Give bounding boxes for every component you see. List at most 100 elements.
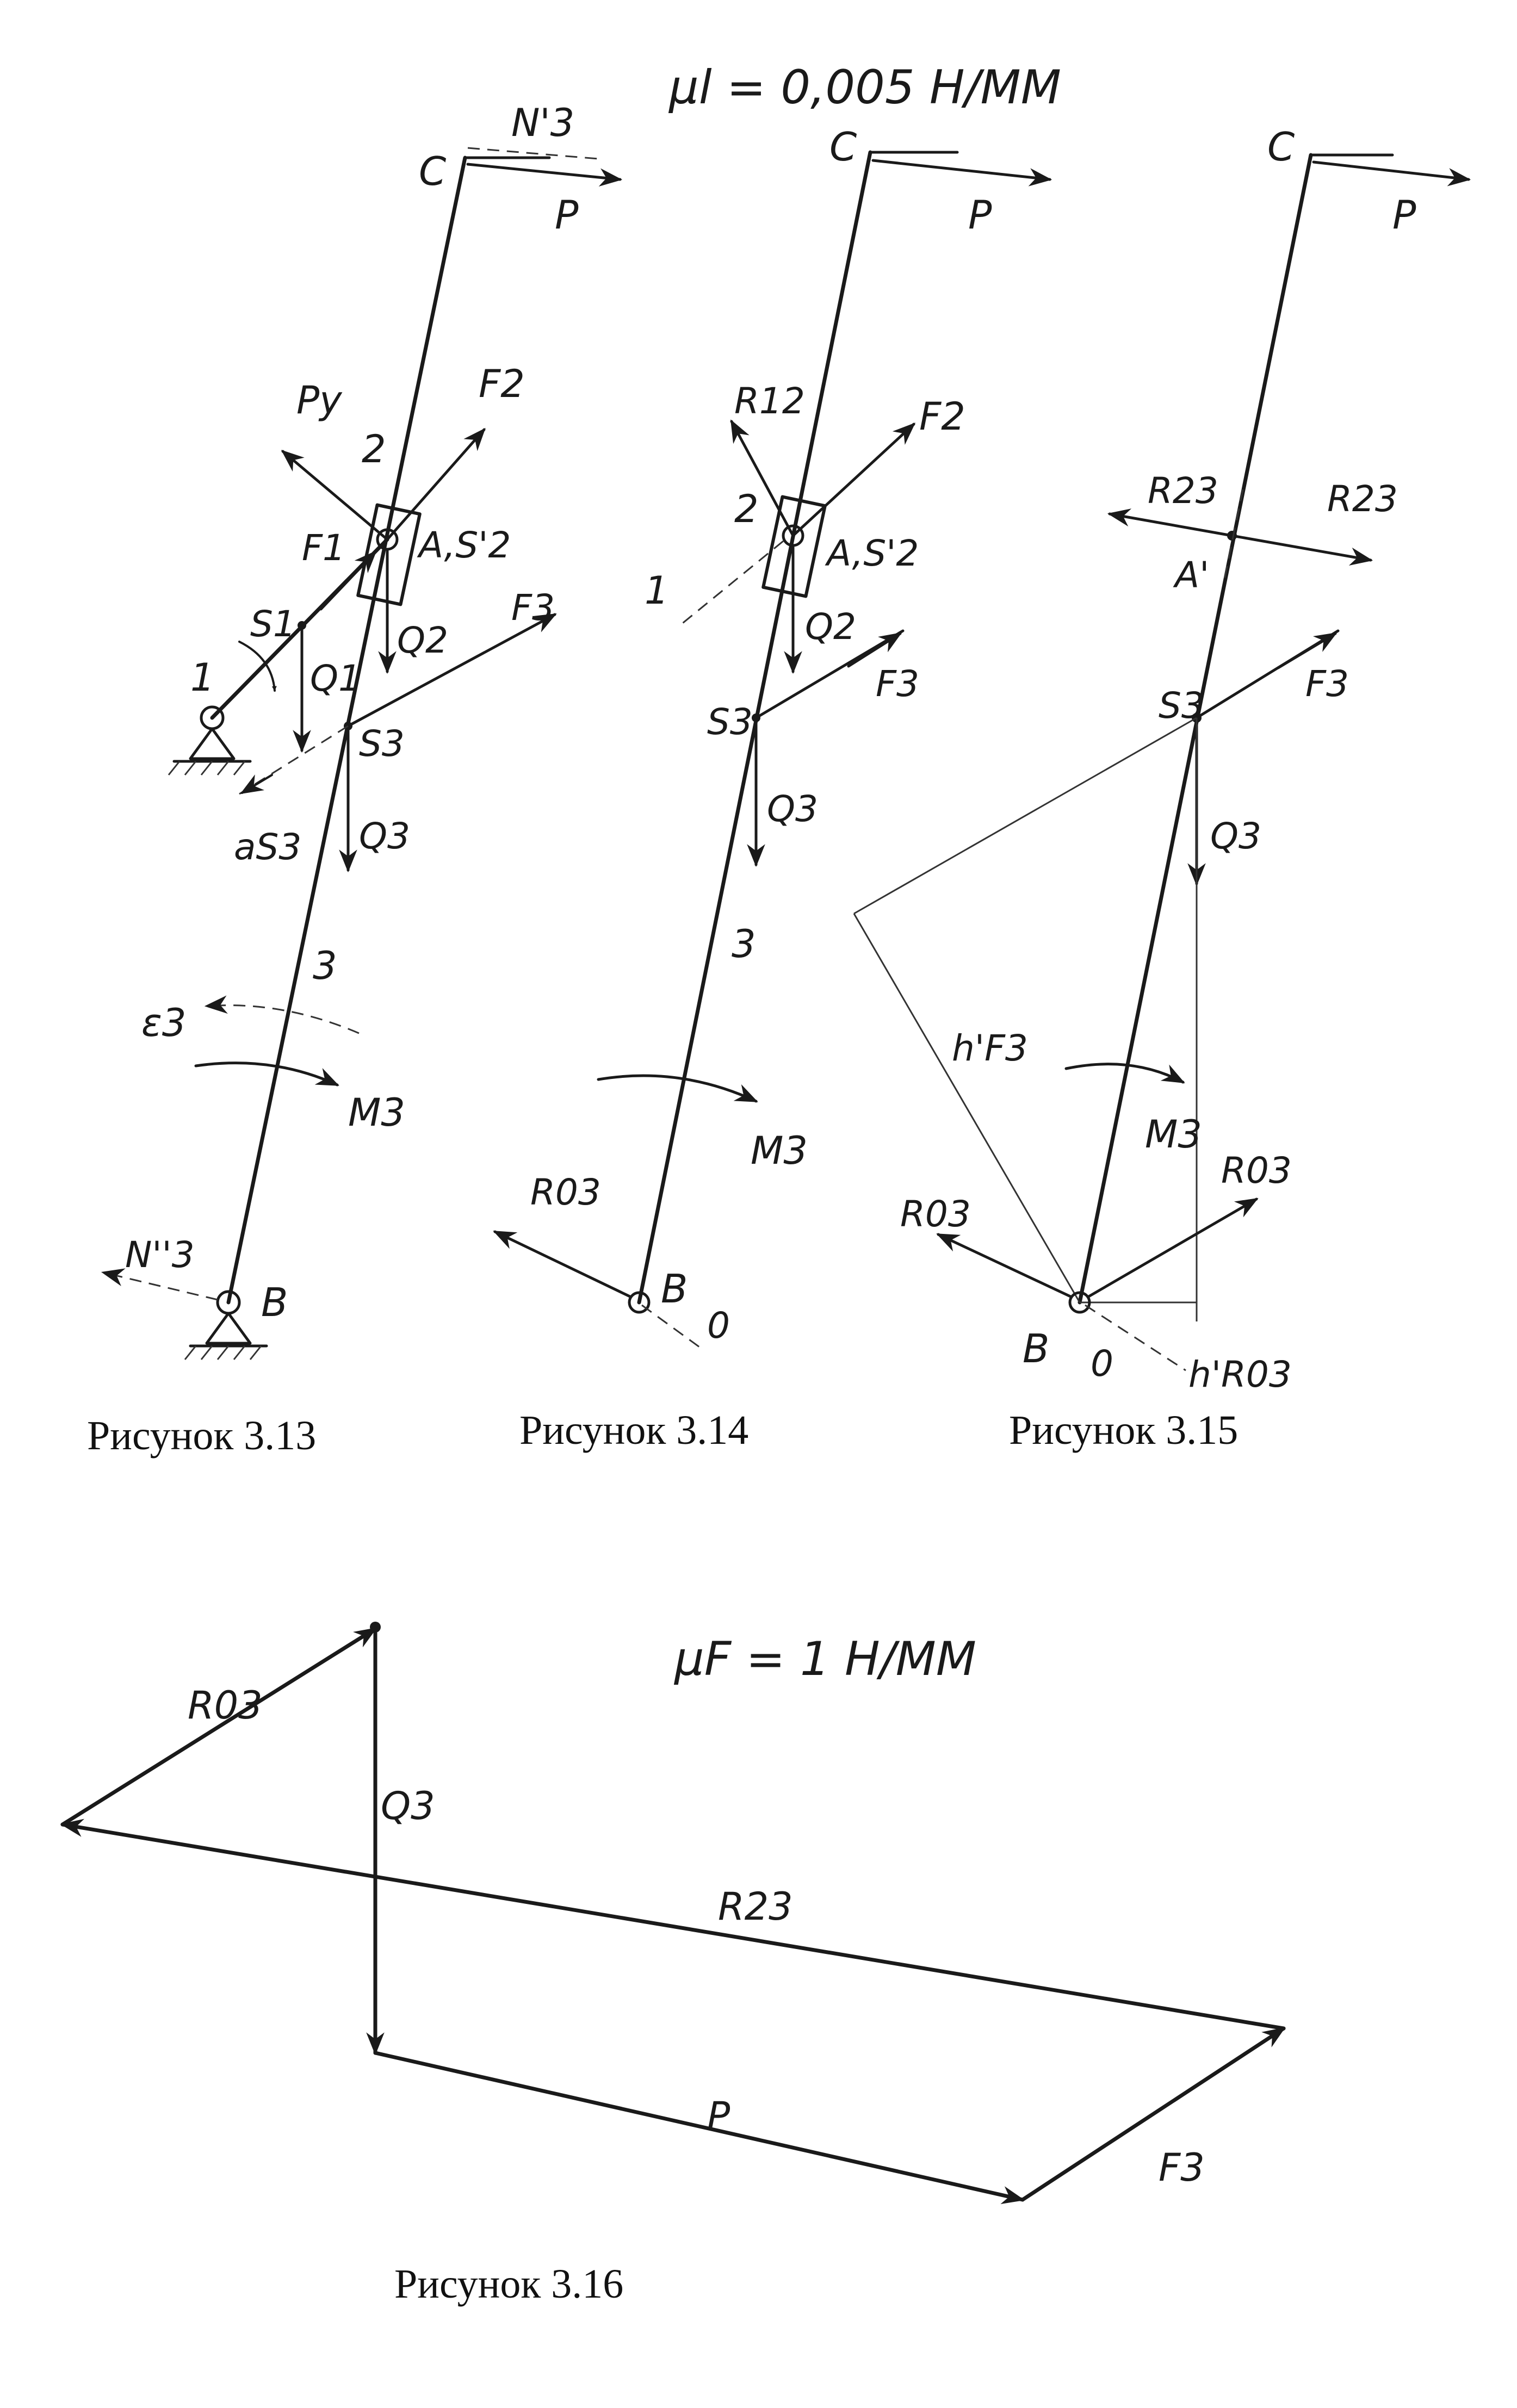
fig13-label-link-2: 2	[362, 427, 386, 471]
fig14-link-1-direction	[679, 540, 784, 626]
fig15-label-r23-right: R23	[1327, 478, 1398, 520]
fig13-label-n3-prime: N'3	[511, 101, 574, 145]
fig13-omega-arc	[238, 641, 277, 692]
fig14-label-c: C	[829, 124, 857, 170]
fig15-force-p	[1312, 160, 1471, 187]
fig13-n3-double-prime-line	[101, 1268, 218, 1301]
fig16-label-r03: R03	[188, 1683, 263, 1728]
fig15-label-q3: Q3	[1210, 815, 1261, 857]
fig15-f3-extension	[853, 717, 1197, 915]
fig13-ground-hatch-1	[168, 761, 246, 775]
fig14-label-m3: M3	[751, 1128, 808, 1173]
fig13-label-link-3: 3	[313, 944, 337, 988]
fig15-m3-arc	[1064, 1063, 1185, 1084]
force-scale-label: μF = 1 H/MM	[673, 1632, 976, 1686]
fig15-joint-b	[1068, 1291, 1091, 1314]
fig13-m3-arc	[194, 1062, 339, 1087]
fig15-label-b: B	[1023, 1326, 1049, 1371]
fig13-label-q1: Q1	[310, 657, 361, 699]
fig13-force-f1	[319, 550, 377, 611]
fig14-label-q2: Q2	[805, 606, 856, 648]
figure-3-14: C P R12 F2 2 A,S'2 1 Q2 F3 S3 Q3 3 M3 R0…	[493, 124, 1052, 1350]
fig16-vector-r03	[60, 1627, 377, 1827]
fig14-label-link-1: 1	[645, 568, 669, 613]
fig16-vector-f3	[1020, 2026, 1286, 2202]
fig13-label-epsilon-3: ε3	[141, 1001, 186, 1045]
length-scale-label: μl = 0,005 H/MM	[668, 60, 1061, 115]
fig15-label-c: C	[1267, 124, 1295, 170]
fig13-label-a-s2: A,S'2	[417, 524, 511, 566]
fig14-force-f2	[791, 423, 916, 537]
fig13-force-f2	[386, 427, 486, 541]
fig15-arm-h-f3	[853, 913, 1081, 1303]
fig14-force-p	[871, 159, 1052, 187]
fig15-label-s3: S3	[1159, 685, 1204, 727]
fig15-label-r23-left: R23	[1148, 470, 1218, 512]
fig13-n3-prime-line	[467, 147, 599, 160]
fig15-label-h-r03: h'R03	[1188, 1354, 1292, 1395]
fig14-label-a-s2: A,S'2	[825, 532, 919, 574]
fig13-ground-support-1	[189, 727, 236, 760]
fig15-o-line	[1085, 1304, 1186, 1371]
fig13-label-q3: Q3	[359, 815, 410, 857]
fig14-label-q3: Q3	[767, 788, 818, 830]
fig14-joint-b	[628, 1291, 651, 1314]
fig15-force-f3	[1277, 632, 1338, 669]
fig15-force-r03-right	[1086, 1197, 1259, 1299]
caption-figure-3-13: Рисунок 3.13	[87, 1413, 316, 1459]
fig14-force-f3	[847, 632, 902, 668]
fig13-label-b: B	[261, 1280, 288, 1325]
fig14-m3-arc	[597, 1074, 758, 1103]
fig13-label-f3: F3	[511, 587, 555, 629]
fig14-force-r03	[493, 1230, 633, 1299]
fig13-label-c: C	[419, 148, 447, 194]
fig15-label-p: P	[1392, 192, 1416, 238]
fig14-label-s3: S3	[707, 701, 753, 743]
fig15-label-r03-left: R03	[900, 1193, 971, 1235]
fig14-label-p: P	[968, 192, 992, 238]
fig15-force-r03-left	[936, 1233, 1073, 1299]
fig15-label-r03-right: R03	[1221, 1150, 1292, 1191]
figure-3-13: C N'3 P Py 2 F2 F1 A,S'2 F3 S1 Q2 Q1 1 S…	[101, 101, 623, 1360]
fig15-a-prime-mark	[1223, 489, 1244, 582]
fig14-label-r12: R12	[734, 380, 805, 422]
fig15-label-m3: M3	[1145, 1112, 1202, 1157]
fig13-force-f3	[346, 613, 557, 728]
fig16-vector-r23	[60, 1819, 1286, 2031]
fig13-label-as3: aS3	[234, 826, 301, 868]
fig14-slider-block	[761, 495, 827, 598]
fig16-label-p: P	[707, 2094, 730, 2138]
fig13-label-s3: S3	[359, 723, 405, 765]
fig14-label-link-3: 3	[732, 922, 756, 966]
fig13-label-m3: M3	[348, 1090, 405, 1135]
fig13-ground-hatch-b	[184, 1345, 262, 1360]
fig14-label-b: B	[661, 1266, 688, 1312]
caption-figure-3-16: Рисунок 3.16	[394, 2261, 623, 2307]
fig16-label-q3: Q3	[381, 1784, 435, 1828]
fig13-force-py	[281, 450, 389, 541]
caption-figure-3-14: Рисунок 3.14	[519, 1407, 748, 1453]
fig14-label-f2: F2	[919, 394, 965, 439]
caption-figure-3-15: Рисунок 3.15	[1009, 1407, 1238, 1453]
fig15-label-f3: F3	[1305, 663, 1349, 705]
fig14-label-f3: F3	[876, 663, 919, 705]
figure-3-15: C P R23 R23 A' S3 F3 Q3 h'F3 M3 R03 R03 …	[853, 124, 1471, 1395]
fig13-label-f1: F1	[302, 527, 345, 569]
fig16-vector-p	[373, 2051, 1025, 2205]
fig15-label-o: 0	[1091, 1343, 1113, 1385]
fig14-label-r03: R03	[530, 1171, 601, 1213]
fig13-ground-support-b	[205, 1312, 252, 1345]
fig13-accel-as3	[240, 774, 273, 795]
fig13-label-f2: F2	[479, 362, 525, 406]
fig15-label-a-prime: A'	[1173, 554, 1209, 596]
fig13-label-link-1: 1	[190, 655, 215, 700]
fig16-label-r23: R23	[718, 1884, 793, 1929]
fig13-epsilon-arc	[204, 995, 360, 1034]
fig13-label-p: P	[555, 192, 579, 238]
fig13-label-q2: Q2	[397, 619, 448, 661]
fig16-label-f3: F3	[1159, 2145, 1205, 2190]
fig13-label-n3-double-prime: N''3	[125, 1234, 195, 1276]
fig15-force-r23-right	[1230, 534, 1373, 566]
